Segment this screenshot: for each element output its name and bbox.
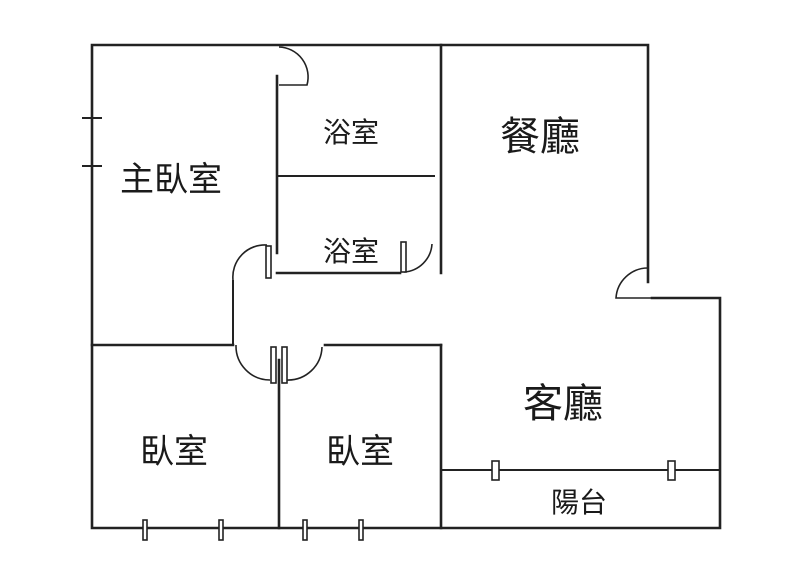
room-label-master-bedroom: 主臥室 xyxy=(120,160,222,200)
door-dining xyxy=(615,267,652,299)
window-marker xyxy=(302,519,308,541)
room-label-bathroom-lower: 浴室 xyxy=(323,235,380,268)
door-leaf-bedroom-right xyxy=(281,346,288,384)
room-label-bathroom-upper: 浴室 xyxy=(323,116,380,149)
balcony-door-marker xyxy=(667,460,676,481)
outer-wall xyxy=(90,43,722,530)
door-leaf-bath-lower xyxy=(400,241,407,273)
window-marker xyxy=(358,519,364,541)
door-bedroom-left xyxy=(235,344,271,381)
room-label-bedroom-right: 臥室 xyxy=(326,432,394,472)
door-leaf-master-bedroom xyxy=(265,245,272,279)
door-bath-top xyxy=(278,46,309,86)
door-master-bedroom xyxy=(232,244,268,281)
room-label-bedroom-left: 臥室 xyxy=(140,432,208,472)
door-bath-lower xyxy=(403,242,433,273)
window-marker xyxy=(142,519,148,541)
balcony-door-marker xyxy=(491,460,500,481)
door-bedroom-right xyxy=(286,346,323,381)
room-label-dining-room: 餐廳 xyxy=(500,114,580,160)
window-marker xyxy=(218,519,224,541)
room-label-balcony: 陽台 xyxy=(551,486,608,519)
room-label-living-room: 客廳 xyxy=(523,381,603,427)
door-leaf-bedroom-left xyxy=(270,346,277,384)
